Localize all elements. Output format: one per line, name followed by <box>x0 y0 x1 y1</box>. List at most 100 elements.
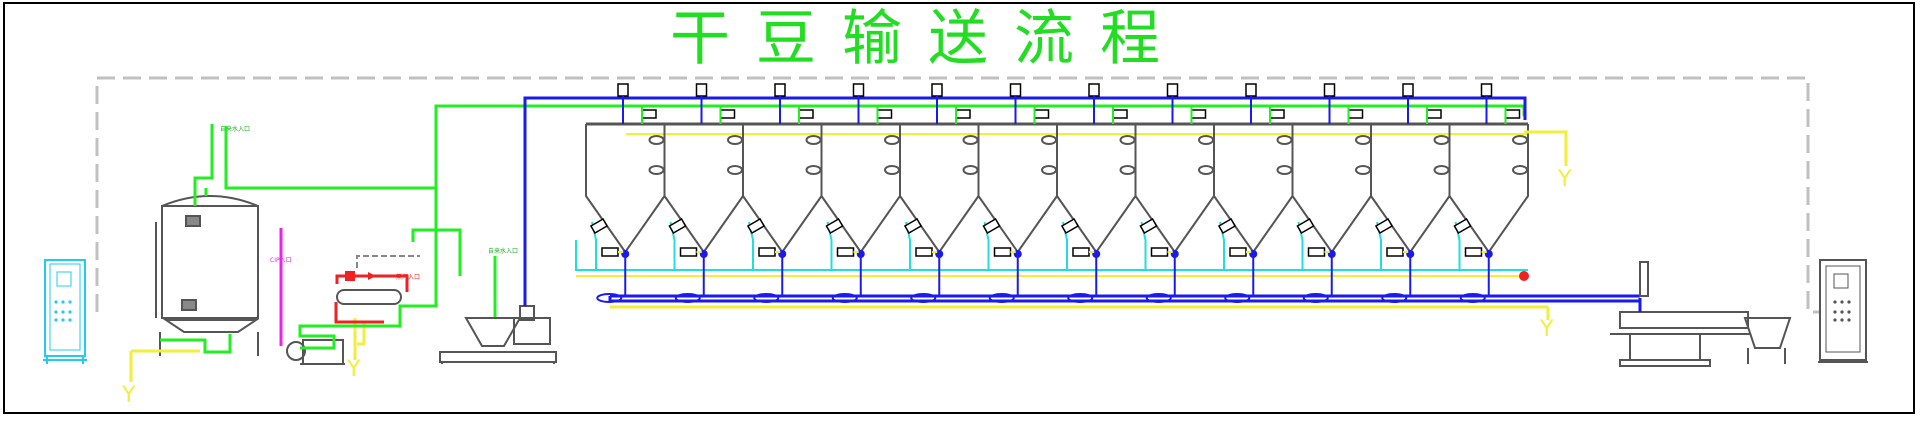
silo-wash-valve <box>1374 218 1394 234</box>
silo-wash-valve <box>1060 218 1080 234</box>
silo-wash-valve <box>746 218 766 234</box>
steam-heater <box>334 271 409 324</box>
silo-drain-valve <box>915 247 933 257</box>
silo-drain-valve <box>1464 247 1483 257</box>
silo-level-sensor <box>805 135 822 145</box>
silo-inlet-valve <box>1347 109 1364 119</box>
silo-level-sensor <box>1276 135 1293 145</box>
silo-inlet-valve <box>876 109 893 119</box>
silo-level-sensor <box>727 135 743 145</box>
silo-drain-valve <box>836 247 855 257</box>
silo-wash-valve <box>1453 218 1472 234</box>
silo-wash-valve <box>668 218 687 234</box>
silo-level-sensor <box>1041 135 1057 145</box>
steam-inlet-label: 蒸汽入口 <box>396 273 420 281</box>
silo-level-sensor <box>1276 165 1293 175</box>
silo-blue-valve <box>1323 83 1336 97</box>
silo-level-sensor <box>1041 165 1057 175</box>
drain-lines <box>129 318 366 382</box>
silo-blue-valve <box>852 83 865 97</box>
feeder-water-inlet-label: 自来水入口 <box>488 247 518 255</box>
silo-wash-valve <box>1296 218 1315 234</box>
silo-wash-valve <box>825 218 844 234</box>
grey-bypass-line <box>356 255 420 268</box>
silo-blue-valve <box>1088 83 1100 97</box>
silo-blue-valve <box>1402 83 1414 97</box>
silo-level-sensor <box>962 165 979 175</box>
silo-cyan-header <box>575 240 1528 271</box>
silo-level-sensor <box>1355 135 1371 145</box>
silo-level-sensor <box>648 165 665 175</box>
return-line <box>95 76 1820 314</box>
y-mark-pump: Y <box>346 357 361 382</box>
silo-wash-valve <box>1217 218 1237 234</box>
y-mark-bottom-right: Y <box>1539 317 1554 342</box>
vibrating-screen <box>1610 261 1792 367</box>
silo-drain-valve <box>1229 247 1247 257</box>
outer-frame <box>3 2 1915 414</box>
silo-drain-valve <box>1150 247 1169 257</box>
silo-wash-valve <box>903 218 923 234</box>
silo-level-sensor <box>727 165 743 175</box>
silo-blue-valve <box>695 83 708 97</box>
silo-blue-valve <box>617 83 629 97</box>
silo-wash-valve <box>589 218 609 234</box>
silo-blue-valve <box>1245 83 1257 97</box>
blue-collector <box>608 294 1640 303</box>
yellow-return-right <box>610 130 1568 320</box>
soak-tank <box>155 195 260 356</box>
tank-water-inlet-label: 自来水入口 <box>220 125 250 133</box>
silo-inlet-valve <box>1504 109 1521 119</box>
vacuum-feeder <box>439 305 557 364</box>
silo-level-sensor <box>1433 165 1450 175</box>
control-cabinet-left <box>43 259 87 364</box>
silo-level-sensor <box>1198 135 1214 145</box>
silo-level-sensor <box>1119 165 1136 175</box>
silo-bank <box>575 83 1529 303</box>
silo-level-sensor <box>805 165 822 175</box>
silo-wash-valve <box>982 218 1001 234</box>
right-sample-valve <box>1519 271 1529 281</box>
silo-inlet-valve <box>641 109 657 119</box>
silo-level-sensor <box>884 165 900 175</box>
silo-blue-valve <box>1480 83 1493 97</box>
silo-level-sensor <box>962 135 979 145</box>
y-mark-left: Y <box>121 383 136 408</box>
control-cabinet-right <box>1818 259 1868 363</box>
silo-drain-valve <box>601 247 619 257</box>
silo-level-sensor <box>884 135 900 145</box>
diagram-title: 干豆输送流程 <box>670 4 1186 74</box>
silo-inlet-valve <box>798 109 814 119</box>
silo-wash-valve <box>1139 218 1158 234</box>
cip-inlet-label: CIP入口 <box>270 257 292 264</box>
silo-level-sensor <box>1433 135 1450 145</box>
silo-level-sensor <box>1512 135 1528 145</box>
silo-inlet-valve <box>1426 109 1442 119</box>
silo-drain-valve <box>1307 247 1326 257</box>
silo-level-sensor <box>1355 165 1371 175</box>
silo-blue-valve <box>1009 83 1022 97</box>
silo-level-sensor <box>1119 135 1136 145</box>
transfer-pump <box>286 339 345 365</box>
silo-inlet-valve <box>1112 109 1128 119</box>
feeder-blue-riser <box>523 96 1527 306</box>
silo-level-sensor <box>1198 165 1214 175</box>
y-mark-top-right: Y <box>1557 167 1572 192</box>
tank-piping <box>160 124 436 354</box>
silo-inlet-valve <box>955 109 971 119</box>
silo-drain-valve <box>993 247 1012 257</box>
silo-drain-valve <box>679 247 698 257</box>
silo-inlet-valve <box>1269 109 1285 119</box>
silo-level-sensor <box>648 135 665 145</box>
silo-blue-valve <box>774 83 786 97</box>
silo-blue-valve <box>1166 83 1179 97</box>
silo-inlet-valve <box>1190 109 1207 119</box>
silo-inlet-valve <box>719 109 736 119</box>
silo-drain-valve <box>758 247 776 257</box>
silo-level-sensor <box>1512 165 1528 175</box>
silo-inlet-valve <box>1033 109 1050 119</box>
silo-drain-valve <box>1072 247 1090 257</box>
silo-drain-valve <box>1386 247 1404 257</box>
